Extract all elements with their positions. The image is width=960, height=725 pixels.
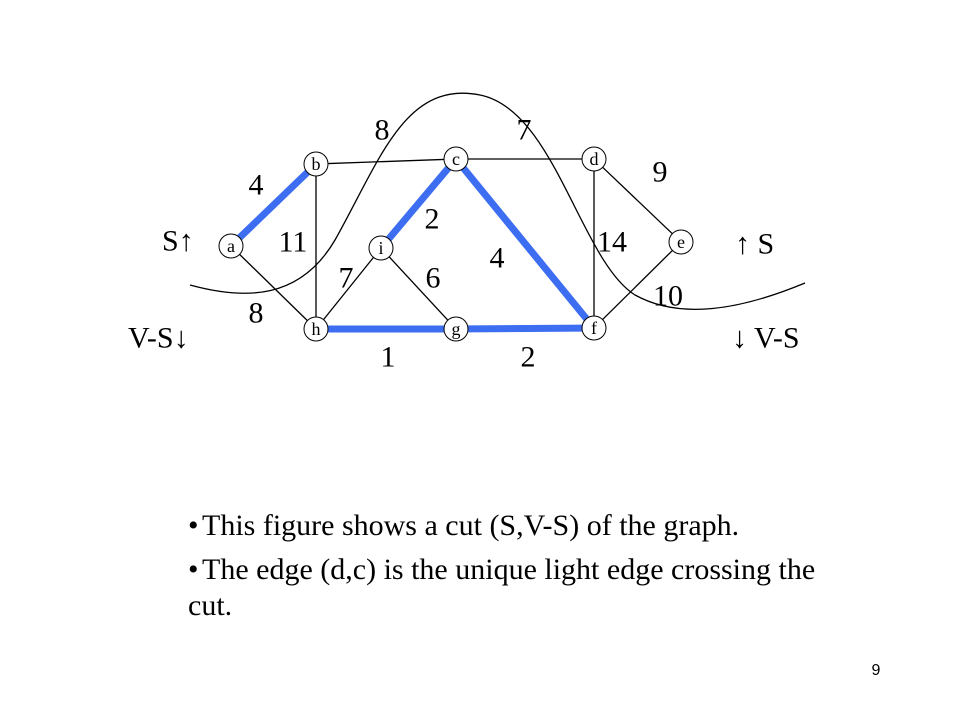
node-circle-d xyxy=(581,146,607,172)
page-number: 9 xyxy=(871,662,881,679)
node-circle-f xyxy=(581,315,607,341)
edge-b-c xyxy=(327,158,445,165)
bullet-symbol: • xyxy=(188,553,199,586)
node-label-c: c xyxy=(452,149,460,169)
highlighted-edge-a-b xyxy=(237,169,310,241)
weight-layer: 4 8 11 8 2 7 4 9 14 10 7 6 1 2 xyxy=(249,114,684,374)
node-label-e: e xyxy=(677,232,685,252)
edge-weight-i-g: 6 xyxy=(426,262,441,295)
node-circle-h xyxy=(303,316,329,342)
cut-curve xyxy=(189,92,806,310)
highlighted-edge-c-i xyxy=(386,165,451,242)
node-label-a: a xyxy=(227,236,235,256)
edge-weight-e-f: 10 xyxy=(653,280,683,313)
edge-weight-c-d: 7 xyxy=(517,114,532,147)
node-b: b xyxy=(303,151,329,177)
edge-weight-h-i: 7 xyxy=(339,262,354,295)
node-circle-i xyxy=(368,235,394,261)
bullet-list: •This figure shows a cut (S,V-S) of the … xyxy=(188,508,828,632)
node-g: g xyxy=(443,316,469,342)
edge-d-e xyxy=(602,166,673,235)
edge-weight-g-f: 2 xyxy=(521,341,536,374)
node-label-b: b xyxy=(312,154,321,174)
node-label-d: d xyxy=(590,149,599,169)
edge-weight-b-h: 11 xyxy=(279,226,308,259)
node-label-h: h xyxy=(312,319,321,339)
node-e: e xyxy=(668,229,694,255)
node-circle-c xyxy=(443,146,469,172)
node-a: a xyxy=(218,233,244,259)
cut-label-vs-left: V-S↓ xyxy=(128,322,189,355)
node-f: f xyxy=(581,315,607,341)
node-c: c xyxy=(443,146,469,172)
node-circle-b xyxy=(303,151,329,177)
edge-weight-h-g: 1 xyxy=(381,341,396,374)
node-i: i xyxy=(368,235,394,261)
node-d: d xyxy=(581,146,607,172)
node-label-g: g xyxy=(452,319,461,339)
bullet-item-1: •This figure shows a cut (S,V-S) of the … xyxy=(188,508,828,544)
edge-weight-a-h: 8 xyxy=(249,297,264,330)
edge-weight-c-f: 4 xyxy=(490,242,505,275)
edge-weight-d-f: 14 xyxy=(597,226,627,259)
node-circle-a xyxy=(218,233,244,259)
edge-h-i xyxy=(323,256,374,321)
bullet-item-2: •The edge (d,c) is the unique light edge… xyxy=(188,552,828,624)
node-h: h xyxy=(303,316,329,342)
edge-a-h xyxy=(239,253,308,322)
node-circle-e xyxy=(668,229,694,255)
cut-label-s-right: ↑ S xyxy=(735,228,774,261)
edge-weight-d-e: 9 xyxy=(653,156,668,189)
edge-weight-c-i: 2 xyxy=(425,203,440,236)
node-layer: a b c d e f g h i xyxy=(218,146,694,342)
highlighted-edge-g-f xyxy=(467,324,583,333)
edge-weight-b-c: 8 xyxy=(375,114,390,147)
node-label-i: i xyxy=(378,238,383,258)
cut-label-vs-right: ↓ V-S xyxy=(732,322,800,355)
bullet-text-1: This figure shows a cut (S,V-S) of the g… xyxy=(202,509,740,542)
cut-curve-layer xyxy=(189,92,806,310)
cut-label-layer: S↑ ↑ S V-S↓ ↓ V-S xyxy=(128,225,800,355)
highlighted-edge-c-f xyxy=(460,166,590,321)
bullet-symbol: • xyxy=(188,509,199,542)
edge-e-f xyxy=(602,249,673,321)
edge-layer xyxy=(237,158,673,333)
cut-label-s-left: S↑ xyxy=(162,225,194,258)
node-label-f: f xyxy=(591,318,597,338)
edge-i-g xyxy=(388,256,449,321)
node-circle-g xyxy=(443,316,469,342)
edge-weight-a-b: 4 xyxy=(249,169,264,202)
bullet-text-2: The edge (d,c) is the unique light edge … xyxy=(188,553,816,622)
